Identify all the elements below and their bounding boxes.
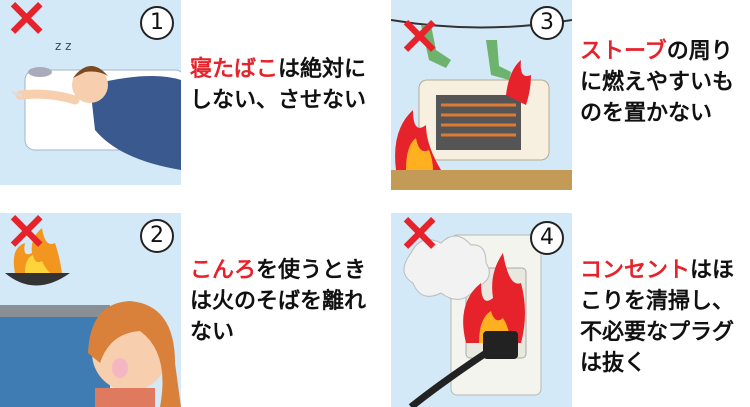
step-number-badge: 3 — [530, 6, 564, 40]
illustration-outlet-dust: × 4 — [391, 213, 572, 407]
card-1-rest: は絶対にしない、させない — [190, 57, 367, 113]
card-2-highlight: こんろ — [190, 258, 257, 283]
card-3-text: ストーブの周りに燃えやすいものを置かない — [580, 36, 748, 129]
card-2-rest: を使うときは火のそばを離れない — [190, 258, 367, 345]
step-number-badge: 4 — [530, 221, 564, 255]
prohibited-mark-icon: × — [397, 213, 443, 263]
card-2-text: こんろを使うときは火のそばを離れない — [190, 255, 368, 348]
prohibited-mark-icon: × — [4, 0, 50, 48]
illustration-sleeping-smoking: z z × 1 — [0, 0, 181, 185]
card-4-rest: はほこりを清掃し、不必要なプラグは抜く — [580, 258, 735, 376]
illustration-heater-clothes: × 3 — [391, 0, 572, 190]
card-4-highlight: コンセント — [580, 258, 691, 283]
step-number-badge: 2 — [140, 219, 174, 253]
card-3-highlight: ストーブ — [580, 39, 667, 64]
card-1-highlight: 寝たばこ — [190, 57, 279, 82]
prohibited-mark-icon: × — [4, 213, 50, 261]
card-4-text: コンセントはほこりを清掃し、不必要なプラグは抜く — [580, 255, 748, 379]
card-1-text: 寝たばこは絶対にしない、させない — [190, 54, 368, 116]
card-3-rest: の周りに燃えやすいものを置かない — [580, 39, 735, 126]
step-number-badge: 1 — [140, 6, 174, 40]
prohibited-mark-icon: × — [397, 3, 443, 66]
svg-text:z z: z z — [55, 39, 71, 53]
illustration-stove-fire: × 2 — [0, 213, 181, 407]
